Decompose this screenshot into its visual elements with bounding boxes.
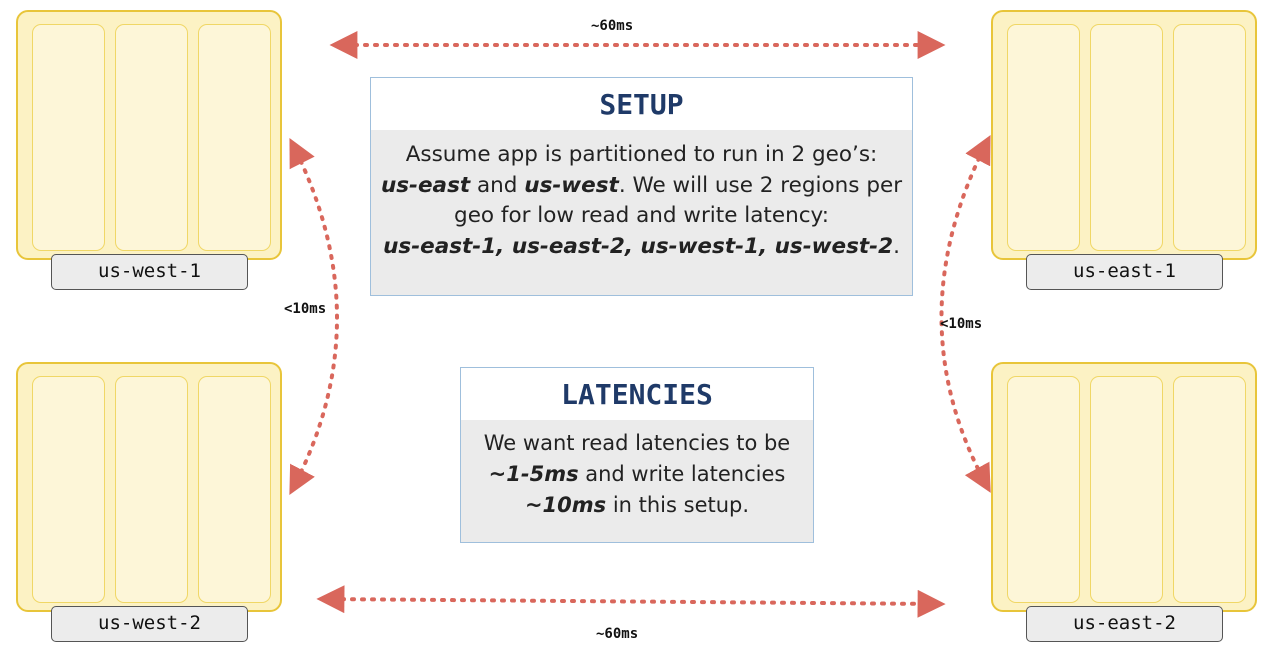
latencies-line-1: We want read latencies to be <box>483 431 791 455</box>
link-right-arrow <box>939 135 991 493</box>
link-bottom-arrow <box>316 585 946 618</box>
region-box <box>16 10 282 260</box>
latencies-panel: LATENCIES We want read latencies to be ~… <box>460 367 814 543</box>
region-lane <box>32 24 105 251</box>
setup-body: Assume app is partitioned to run in 2 ge… <box>371 130 912 262</box>
region-label: us-west-2 <box>51 606 248 642</box>
region-lane <box>32 376 105 603</box>
region-lane <box>198 376 271 603</box>
setup-title: SETUP <box>371 78 912 130</box>
region-label: us-east-1 <box>1026 254 1223 290</box>
link-right-label: <10ms <box>940 316 983 332</box>
region-box <box>991 362 1257 612</box>
latencies-line-3: ~10ms in this setup. <box>524 493 750 517</box>
latencies-line-2: ~1-5ms and write latencies <box>488 462 786 486</box>
setup-line-2: us-east and us-west. We will use 2 regio… <box>380 172 903 198</box>
region-lane <box>1173 24 1246 251</box>
region-lane <box>1007 24 1080 251</box>
latencies-title: LATENCIES <box>461 368 813 420</box>
setup-line-4: us-east-1, us-east-2, us-west-1, us-west… <box>383 233 900 259</box>
setup-line-1: Assume app is partitioned to run in 2 ge… <box>405 142 878 167</box>
link-top-label: ~60ms <box>591 18 634 34</box>
link-left-label: <10ms <box>284 301 327 317</box>
region-lane <box>1173 376 1246 603</box>
region-lane <box>198 24 271 251</box>
region-lane <box>1090 376 1163 603</box>
region-lane <box>115 376 188 603</box>
setup-panel: SETUP Assume app is partitioned to run i… <box>370 77 913 296</box>
link-left-arrow <box>289 138 339 495</box>
link-bottom-label: ~60ms <box>596 626 639 642</box>
region-lane <box>115 24 188 251</box>
region-label: us-west-1 <box>51 254 248 290</box>
region-lane <box>1090 24 1163 251</box>
region-lane <box>1007 376 1080 603</box>
region-label: us-east-2 <box>1026 606 1223 642</box>
region-box <box>16 362 282 612</box>
region-box <box>991 10 1257 260</box>
setup-line-3: geo for low read and write latency: <box>454 203 829 228</box>
latencies-body: We want read latencies to be ~1-5ms and … <box>461 420 813 521</box>
